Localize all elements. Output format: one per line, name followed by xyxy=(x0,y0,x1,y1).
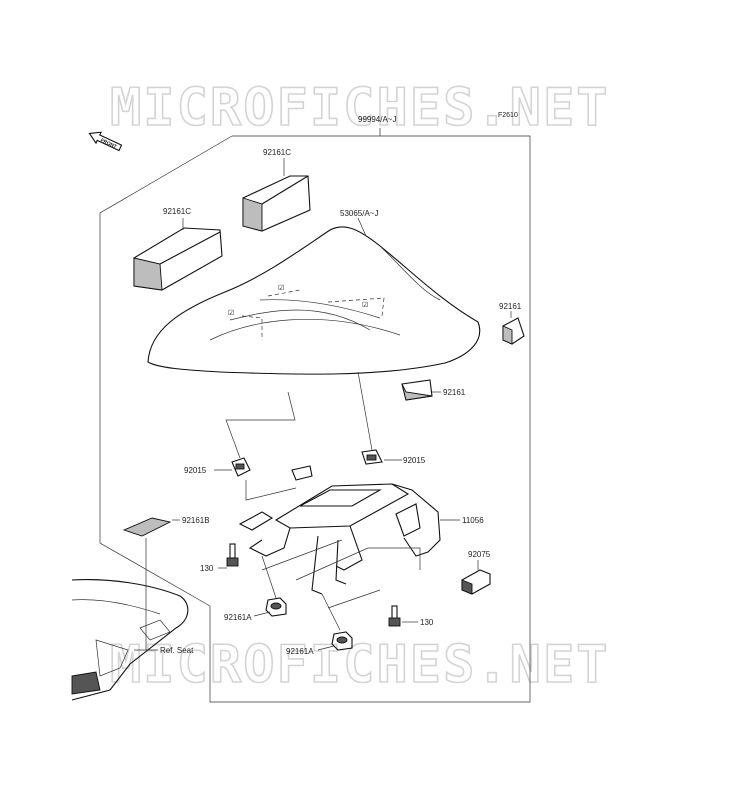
pad-92161c-top xyxy=(242,175,311,232)
label-nut-right: 92015 xyxy=(403,456,426,465)
label-pad-92075: 92075 xyxy=(468,550,491,559)
foot-92161a-right xyxy=(331,631,353,651)
diagram-code: F2610 xyxy=(498,112,518,119)
pad-92161b xyxy=(122,517,172,537)
label-bolt-left: 130 xyxy=(200,564,214,573)
nut-92015-left xyxy=(231,457,251,477)
label-pad-mid: 92161 xyxy=(443,388,466,397)
label-kit: 99994/A~J xyxy=(358,115,396,124)
label-foot-right: 92161A xyxy=(286,647,314,656)
label-ref-seat: Ref. Seat xyxy=(160,646,194,655)
bolt-130-right xyxy=(388,605,401,627)
kit-outline xyxy=(99,128,531,703)
nut-92015-right xyxy=(361,449,383,465)
label-pad-right: 92161 xyxy=(499,302,522,311)
label-bolt-right: 130 xyxy=(420,618,434,627)
pad-92161-right xyxy=(502,317,525,345)
label-bracket: 11056 xyxy=(462,516,484,525)
svg-text:☑: ☑ xyxy=(228,309,234,317)
label-pad-c-top: 92161C xyxy=(263,148,291,157)
foot-92161a-left xyxy=(265,597,287,617)
label-foot-left: 92161A xyxy=(224,613,252,622)
label-nut-left: 92015 xyxy=(184,466,207,475)
ref-seat xyxy=(71,579,189,701)
label-pad-c-left: 92161C xyxy=(163,207,191,216)
label-pad-b: 92161B xyxy=(182,516,210,525)
pad-92161-mid xyxy=(401,379,433,401)
bolt-130-left xyxy=(226,543,239,567)
pad-92075 xyxy=(461,569,491,595)
svg-text:☑: ☑ xyxy=(278,284,284,292)
bracket-11056 xyxy=(238,465,441,595)
label-seat-cover: 53065/A~J xyxy=(340,209,378,218)
svg-text:☑: ☑ xyxy=(362,301,368,309)
watermark-top: MICROFICHES.NET xyxy=(110,78,610,138)
seat-cover: ☑ ☑ ☑ xyxy=(147,226,481,375)
watermark-bottom: MICROFICHES.NET xyxy=(110,635,610,695)
pad-92161c-left xyxy=(133,227,223,291)
